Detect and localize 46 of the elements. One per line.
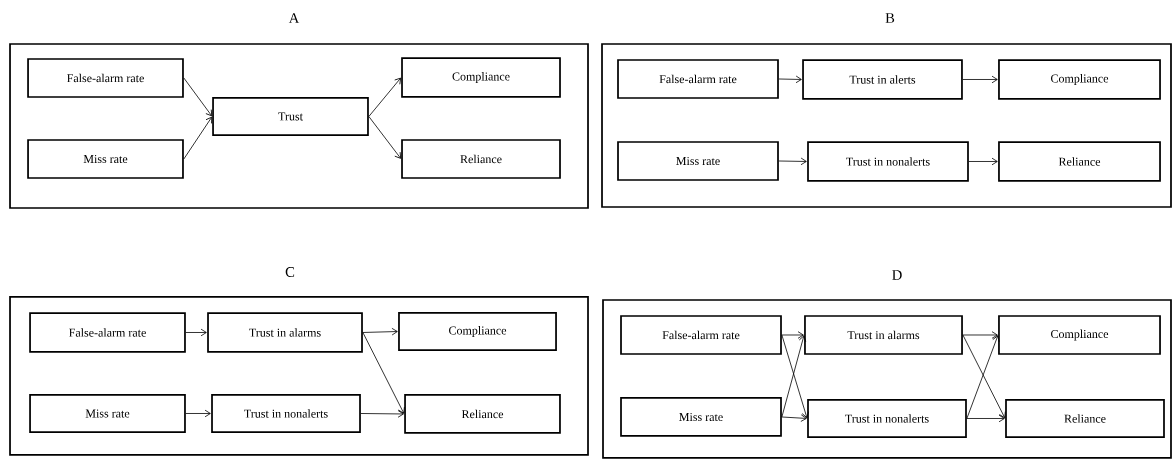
process-box: Compliance: [398, 312, 557, 351]
process-box: Reliance: [1005, 399, 1165, 438]
process-box: Trust in alerts: [802, 59, 963, 100]
arrow: [362, 332, 405, 414]
arrow: [368, 77, 402, 117]
arrow: [962, 331, 998, 339]
arrow: [185, 409, 211, 418]
process-box: Compliance: [998, 315, 1161, 355]
process-box: False-alarm rate: [29, 312, 186, 353]
arrow: [968, 157, 998, 166]
process-box: Trust in nonalerts: [211, 394, 361, 433]
process-box: Trust in nonalerts: [807, 141, 969, 182]
arrow: [781, 414, 807, 422]
process-box: Miss rate: [617, 141, 779, 181]
arrow: [368, 116, 402, 159]
arrow: [183, 116, 213, 160]
process-box: Trust in nonalerts: [807, 399, 967, 438]
node-label: B: [885, 13, 895, 23]
arrow: [966, 414, 1005, 423]
process-box: Compliance: [998, 59, 1161, 100]
process-box: Trust in alarms: [207, 312, 363, 353]
process-box: Compliance: [401, 57, 561, 98]
arrow: [781, 331, 804, 339]
process-box: Reliance: [404, 394, 561, 434]
node-label: D: [892, 270, 902, 280]
node-label: A: [288, 13, 300, 23]
arrow: [185, 328, 207, 337]
process-box: False-alarm rate: [620, 315, 782, 355]
process-box: Trust in alarms: [804, 315, 963, 355]
arrow: [962, 334, 1006, 419]
arrow: [778, 157, 807, 166]
process-box: Miss rate: [27, 139, 184, 179]
process-box: Reliance: [998, 141, 1161, 182]
process-box: Miss rate: [29, 394, 186, 433]
process-box: Reliance: [401, 139, 561, 179]
process-box: Trust: [212, 97, 369, 136]
arrow: [362, 327, 398, 336]
arrow: [962, 75, 998, 84]
process-box: False-alarm rate: [617, 59, 779, 99]
node-label: C: [285, 267, 295, 277]
arrow: [360, 410, 404, 418]
process-box: Miss rate: [620, 397, 782, 437]
arrow: [966, 335, 1000, 419]
arrow: [778, 75, 802, 84]
arrow: [183, 77, 213, 117]
process-box: False-alarm rate: [27, 58, 184, 98]
